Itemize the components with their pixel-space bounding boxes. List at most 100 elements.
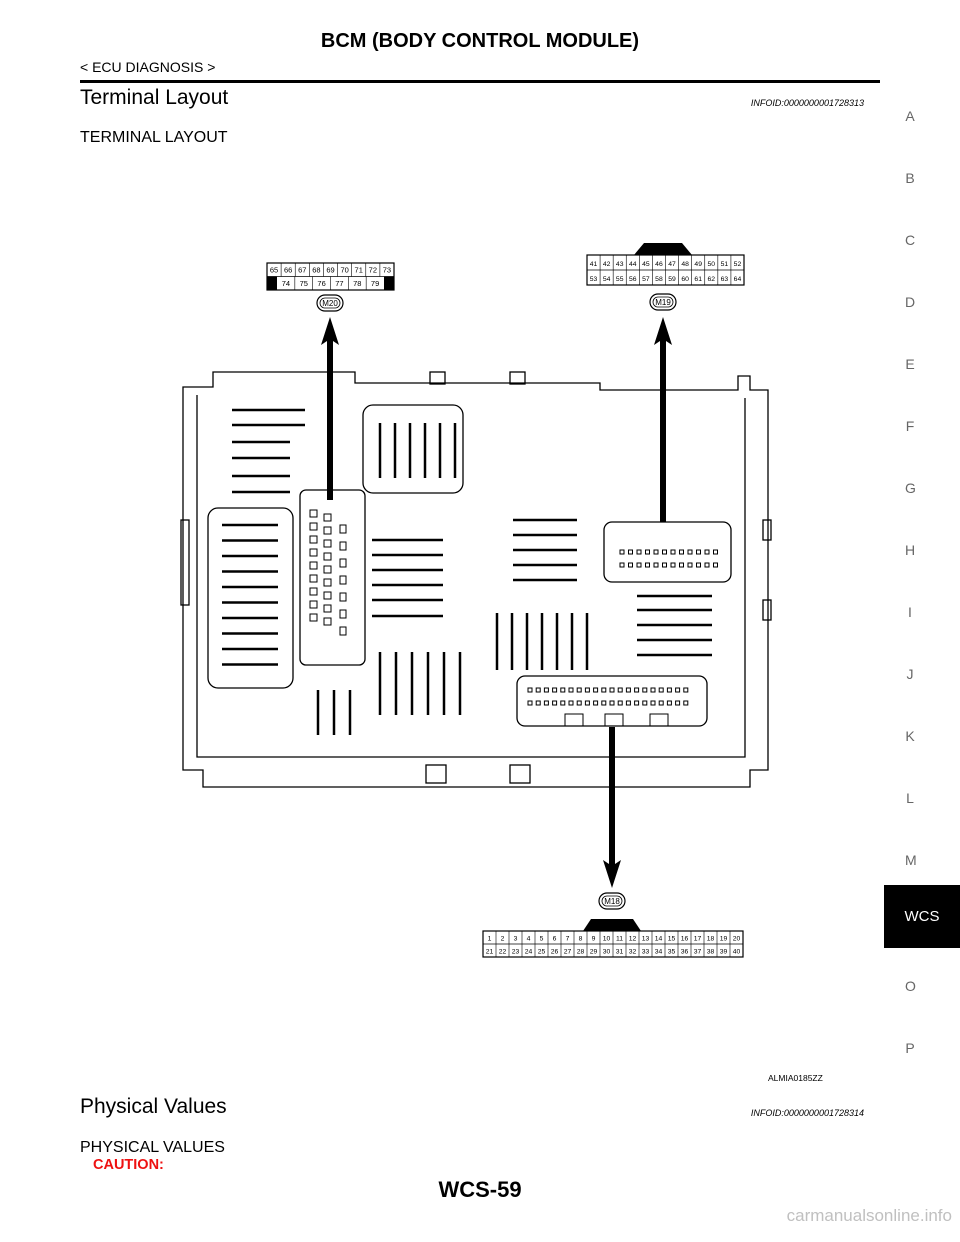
- terminal-62: 62: [708, 276, 716, 283]
- terminal-42: 42: [603, 261, 611, 268]
- sidebar-letter-o[interactable]: O: [905, 978, 916, 994]
- terminal-11: 11: [616, 935, 623, 942]
- terminal-69: 69: [326, 266, 334, 275]
- sidebar-letter-l[interactable]: L: [906, 790, 914, 806]
- section-title-terminal-layout: Terminal Layout: [80, 86, 229, 109]
- terminal-3: 3: [514, 935, 518, 942]
- terminal-50: 50: [708, 261, 716, 268]
- terminal-35: 35: [668, 948, 676, 955]
- sidebar-letter-g[interactable]: G: [905, 480, 916, 496]
- terminal-57: 57: [642, 276, 650, 283]
- header-rule: [80, 80, 880, 83]
- terminal-10: 10: [603, 935, 611, 942]
- connector-badge-m20: M20: [316, 294, 344, 312]
- terminal-38: 38: [707, 948, 715, 955]
- connector-badge-m19: M19: [649, 293, 677, 311]
- terminal-59: 59: [668, 276, 676, 283]
- terminal-33: 33: [642, 948, 650, 955]
- terminal-47: 47: [668, 261, 676, 268]
- terminal-9: 9: [592, 935, 596, 942]
- terminal-30: 30: [603, 948, 611, 955]
- terminal-29: 29: [590, 948, 598, 955]
- terminal-70: 70: [340, 266, 348, 275]
- terminal-18: 18: [707, 935, 715, 942]
- terminal-28: 28: [577, 948, 585, 955]
- sidebar-letter-p[interactable]: P: [905, 1040, 915, 1056]
- terminal-48: 48: [681, 261, 689, 268]
- sidebar-letter-a[interactable]: A: [905, 108, 915, 124]
- terminal-73: 73: [383, 266, 391, 275]
- sidebar-tab-active[interactable]: WCS: [884, 885, 960, 948]
- terminal-8: 8: [579, 935, 583, 942]
- terminal-19: 19: [720, 935, 728, 942]
- terminal-26: 26: [551, 948, 559, 955]
- arrow-m18: [603, 727, 621, 888]
- terminal-78: 78: [353, 279, 361, 288]
- terminal-51: 51: [721, 261, 729, 268]
- terminal-20: 20: [733, 935, 741, 942]
- terminal-60: 60: [681, 276, 689, 283]
- page-number: WCS-59: [438, 1177, 522, 1202]
- svg-text:M20: M20: [322, 299, 338, 308]
- terminal-55: 55: [616, 276, 624, 283]
- terminal-32: 32: [629, 948, 637, 955]
- terminal-16: 16: [681, 935, 689, 942]
- terminal-27: 27: [564, 948, 572, 955]
- caution-label: CAUTION:: [93, 1157, 164, 1173]
- terminal-44: 44: [629, 261, 637, 268]
- terminal-37: 37: [694, 948, 702, 955]
- terminal-2: 2: [501, 935, 505, 942]
- terminal-21: 21: [486, 948, 494, 955]
- terminal-1: 1: [488, 935, 492, 942]
- terminal-6: 6: [553, 935, 557, 942]
- svg-text:M19: M19: [655, 298, 671, 307]
- terminal-34: 34: [655, 948, 663, 955]
- sidebar-letter-i[interactable]: I: [908, 604, 912, 620]
- watermark: carmanualsonline.info: [786, 1206, 952, 1225]
- terminal-72: 72: [369, 266, 377, 275]
- breadcrumb: < ECU DIAGNOSIS >: [80, 59, 216, 75]
- subhead-terminal-layout: TERMINAL LAYOUT: [80, 129, 228, 146]
- terminal-74: 74: [282, 279, 290, 288]
- terminal-49: 49: [694, 261, 702, 268]
- subhead-physical-values: PHYSICAL VALUES: [80, 1139, 225, 1156]
- terminal-79: 79: [371, 279, 379, 288]
- terminal-63: 63: [721, 276, 729, 283]
- svg-text:M18: M18: [604, 897, 620, 906]
- terminal-7: 7: [566, 935, 570, 942]
- terminal-31: 31: [616, 948, 624, 955]
- terminal-61: 61: [694, 276, 702, 283]
- terminal-77: 77: [335, 279, 343, 288]
- infoid-physical-values: INFOID:0000000001728314: [750, 1108, 864, 1118]
- terminal-46: 46: [655, 261, 663, 268]
- terminal-22: 22: [499, 948, 507, 955]
- sidebar-letter-k[interactable]: K: [905, 728, 915, 744]
- sidebar-letter-m[interactable]: M: [905, 852, 917, 868]
- section-title-physical-values: Physical Values: [80, 1095, 227, 1118]
- terminal-13: 13: [642, 935, 650, 942]
- page-header-title: BCM (BODY CONTROL MODULE): [320, 30, 640, 52]
- arrow-m20: [321, 317, 339, 500]
- sidebar-letter-f[interactable]: F: [905, 418, 915, 434]
- terminal-67: 67: [298, 266, 306, 275]
- sidebar-letter-b[interactable]: B: [905, 170, 915, 186]
- terminal-75: 75: [300, 279, 308, 288]
- terminal-4: 4: [527, 935, 531, 942]
- terminal-64: 64: [734, 276, 742, 283]
- sidebar-letter-j[interactable]: J: [906, 666, 914, 682]
- terminal-12: 12: [629, 935, 637, 942]
- terminal-53: 53: [590, 276, 598, 283]
- sidebar-letter-e[interactable]: E: [905, 356, 915, 372]
- terminal-52: 52: [734, 261, 742, 268]
- terminal-25: 25: [538, 948, 546, 955]
- sidebar-letter-d[interactable]: D: [905, 294, 916, 310]
- sidebar-letter-h[interactable]: H: [905, 542, 916, 558]
- terminal-36: 36: [681, 948, 689, 955]
- terminal-14: 14: [655, 935, 663, 942]
- sidebar-letter-c[interactable]: C: [905, 232, 916, 248]
- terminal-39: 39: [720, 948, 728, 955]
- terminal-58: 58: [655, 276, 663, 283]
